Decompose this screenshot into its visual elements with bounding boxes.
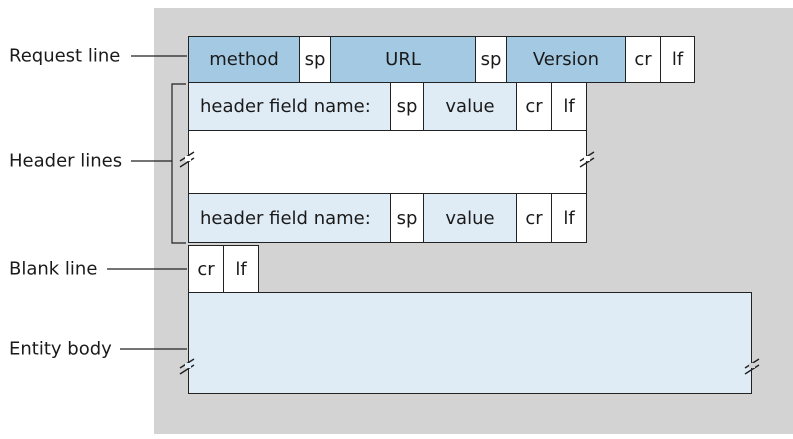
entity-body-label: Entity body <box>9 338 112 360</box>
header-field-name-cell: header field name: <box>188 193 391 243</box>
header-lines-bracket <box>171 83 186 244</box>
header-cr-cell: cr <box>516 82 552 131</box>
header-lines-label: Header lines <box>9 150 123 172</box>
request-url-cell: URL <box>330 36 476 83</box>
header-value-cell: value <box>423 82 517 131</box>
header-value-cell: value <box>423 193 517 243</box>
break-gap <box>185 363 191 368</box>
entity-body-box <box>188 292 752 394</box>
request-lf-cell: lf <box>660 36 695 83</box>
break-gap <box>185 156 191 161</box>
request-method-cell: method <box>188 36 300 83</box>
request-line-label: Request line <box>9 45 121 67</box>
header-lf-cell: lf <box>551 82 587 131</box>
blank-line-label: Blank line <box>9 258 98 280</box>
break-gap <box>749 363 755 368</box>
header-sp-cell: sp <box>390 82 424 131</box>
header-lines-ellipsis-area <box>188 130 587 194</box>
header-lf-cell: lf <box>551 193 587 243</box>
break-gap <box>584 156 590 161</box>
header-field-name-cell: header field name: <box>188 82 391 131</box>
header-sp-cell: sp <box>390 193 424 243</box>
